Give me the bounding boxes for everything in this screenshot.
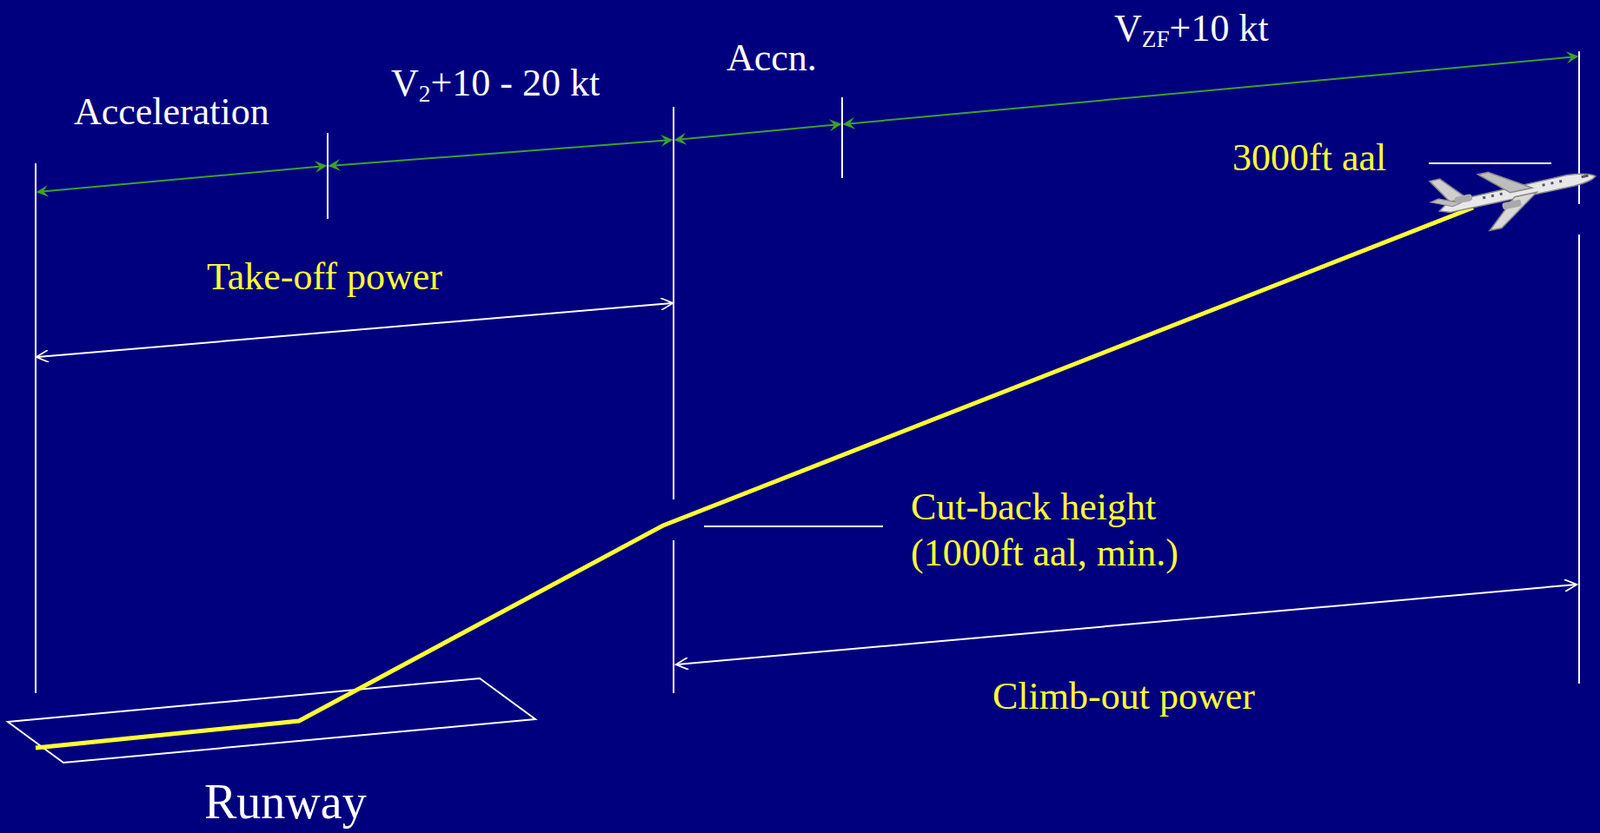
runway-label: Runway: [204, 773, 367, 832]
dimension-ticks: [35, 51, 1580, 694]
height-label: 3000ft aal: [1232, 135, 1387, 182]
runway-outline: [7, 678, 536, 764]
speed-label: VZF+10 kt: [1114, 6, 1269, 53]
subscript: ZF: [1141, 25, 1170, 52]
power-dimension-arrows: [37, 303, 1576, 665]
power-label: Climb-out power: [992, 674, 1255, 721]
flight-path: [35, 207, 1474, 749]
height-label: Cut-back height (1000ft aal, min.): [910, 484, 1198, 578]
airplane-icon: [1426, 147, 1600, 242]
subscript: 2: [418, 79, 432, 107]
phase-label: Acceleration: [73, 89, 270, 136]
power-label: Take-off power: [206, 254, 443, 301]
phase-label: Accn.: [726, 35, 817, 82]
speed-label: V2+10 - 20 kt: [391, 60, 600, 107]
